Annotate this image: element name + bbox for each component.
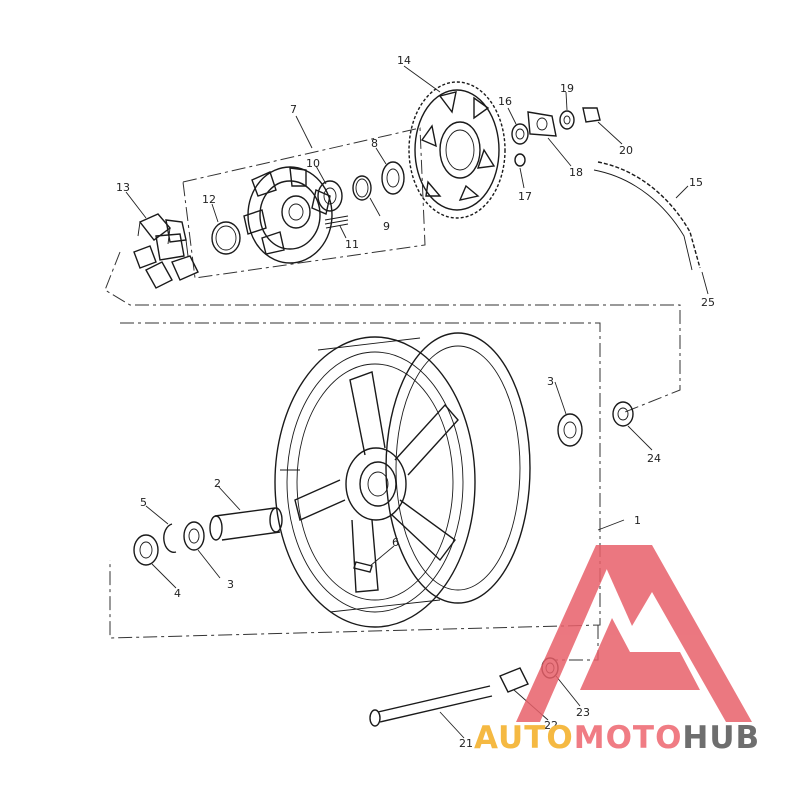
part-label-10: 10 [306, 157, 320, 170]
part-label-17: 17 [518, 190, 532, 203]
part-label-23: 23 [576, 706, 590, 719]
part-label-14: 14 [397, 54, 411, 67]
part-label-8: 8 [371, 137, 378, 150]
part-label-3-right: 3 [547, 375, 554, 388]
logo-triangle-icon [516, 545, 752, 722]
part-label-12: 12 [202, 193, 216, 206]
part-label-22: 22 [544, 719, 558, 732]
carrier-bearing-set [317, 161, 405, 229]
part-label-15: 15 [689, 176, 703, 189]
part-label-11: 11 [345, 238, 359, 251]
watermark-hub: HUB [682, 720, 760, 756]
part-label-25: 25 [701, 296, 715, 309]
part-label-16: 16 [498, 95, 512, 108]
svg-text:AUTOMOTOHUB: AUTOMOTOHUB [474, 720, 760, 756]
part-label-1: 1 [634, 514, 641, 527]
snap-ring-12 [211, 221, 241, 255]
part-label-4: 4 [174, 587, 181, 600]
part-label-13: 13 [116, 181, 130, 194]
rear-wheel [274, 332, 531, 628]
part-label-21: 21 [459, 737, 473, 750]
leader-lines [125, 65, 709, 739]
part-label-20: 20 [619, 144, 633, 157]
part-label-2: 2 [214, 477, 221, 490]
part-number-labels: 1 2 3 3 4 5 6 7 8 9 10 11 12 13 14 15 16… [116, 54, 715, 750]
part-label-5: 5 [140, 496, 147, 509]
drive-chain [593, 161, 701, 271]
part-label-6: 6 [392, 536, 399, 549]
part-label-19: 19 [560, 82, 574, 95]
watermark-moto: MOTO [574, 720, 683, 756]
part-label-3-left: 3 [227, 578, 234, 591]
part-label-24: 24 [647, 452, 661, 465]
part-label-9: 9 [383, 220, 390, 233]
automotohub-watermark: AUTOMOTOHUB [474, 545, 760, 756]
hub-bearing-set [133, 401, 634, 566]
rear-sprocket [408, 81, 506, 219]
cush-drive-rubbers [133, 213, 199, 289]
part-label-18: 18 [569, 166, 583, 179]
part-label-7: 7 [290, 103, 297, 116]
adjuster-hardware [511, 107, 601, 167]
sprocket-carrier [243, 166, 333, 264]
watermark-auto: AUTO [474, 720, 574, 756]
